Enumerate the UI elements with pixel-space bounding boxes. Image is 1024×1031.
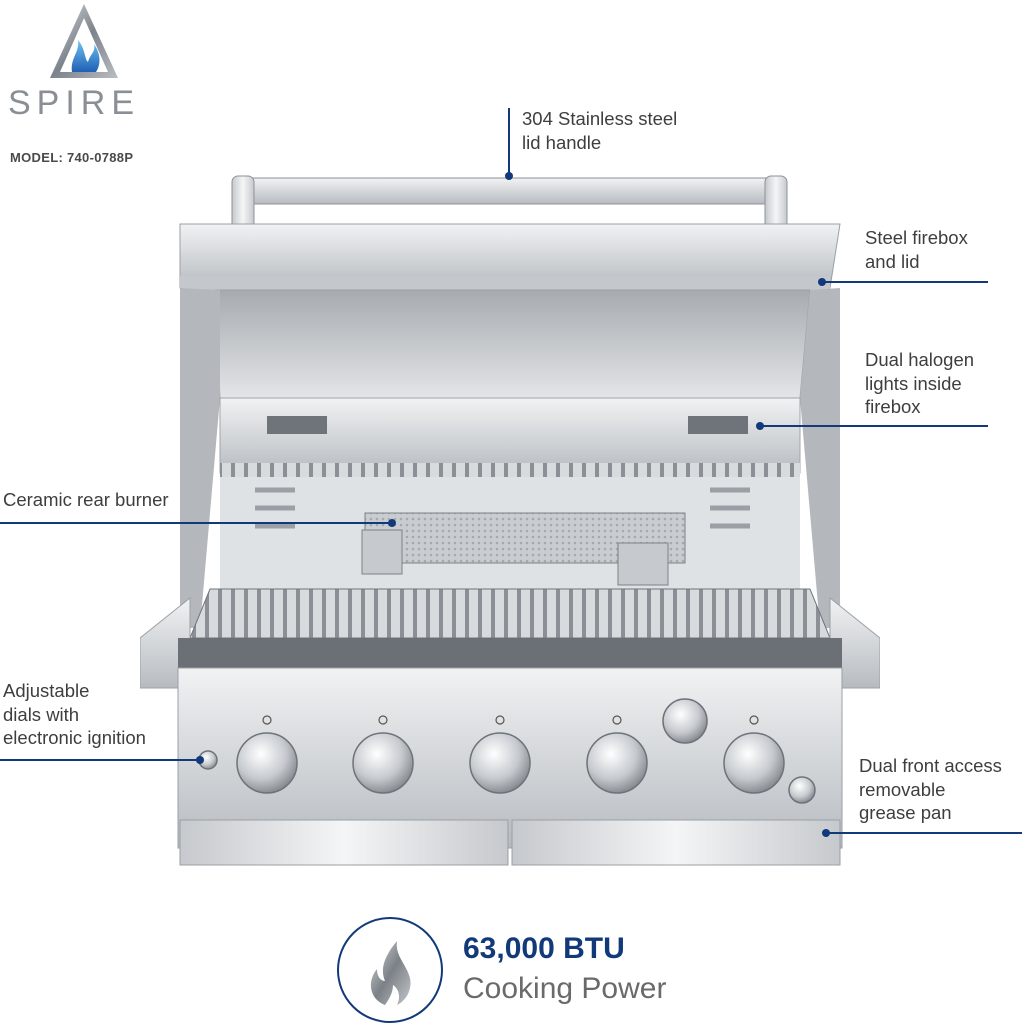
callout-text: Adjustable xyxy=(3,680,90,701)
leader-line xyxy=(508,108,510,176)
leader-dot xyxy=(822,829,830,837)
callout-text: and lid xyxy=(865,250,920,272)
callout-text: Dual halogen xyxy=(865,349,975,370)
leader-dot xyxy=(505,172,513,180)
leader-dot xyxy=(756,422,764,430)
callout-firebox: Steel firebox and lid xyxy=(865,226,968,273)
callout-handle: 304 Stainless steel lid handle xyxy=(522,107,677,154)
callout-text: Dual front access xyxy=(859,755,1002,776)
callout-text: electronic ignition xyxy=(3,727,146,748)
callout-dials: Adjustable dials with electronic ignitio… xyxy=(3,679,146,750)
brand-name: SPIRE xyxy=(8,84,141,122)
leader-dot xyxy=(196,756,204,764)
leader-dot xyxy=(388,519,396,527)
callout-halogen: Dual halogen lights inside firebox xyxy=(865,348,974,419)
leader-line xyxy=(760,425,988,427)
callout-text: grease pan xyxy=(859,802,952,823)
grill-illustration xyxy=(140,175,880,866)
spire-logo-icon xyxy=(50,4,118,78)
leader-dot xyxy=(818,278,826,286)
callout-text: Ceramic rear burner xyxy=(3,489,169,510)
btu-label: Cooking Power xyxy=(463,972,667,1005)
callout-text: lid handle xyxy=(522,131,602,153)
power-badge xyxy=(337,917,443,1023)
leader-line xyxy=(826,832,1022,834)
callout-burner: Ceramic rear burner xyxy=(3,488,169,512)
model-number: MODEL: 740-0788P xyxy=(10,150,134,165)
callout-text: dials with xyxy=(3,703,80,725)
callout-text: Steel firebox xyxy=(865,227,968,248)
callout-text: 304 Stainless steel xyxy=(522,108,678,129)
leader-line xyxy=(0,522,392,524)
callout-text: firebox xyxy=(865,396,921,417)
callout-text: removable xyxy=(859,778,946,800)
callout-text: lights inside xyxy=(865,372,962,394)
callout-grease: Dual front access removable grease pan xyxy=(859,754,1002,825)
leader-line xyxy=(0,759,200,761)
flame-icon xyxy=(370,941,411,1005)
btu-value: 63,000 BTU xyxy=(463,932,625,965)
leader-line xyxy=(822,281,988,283)
